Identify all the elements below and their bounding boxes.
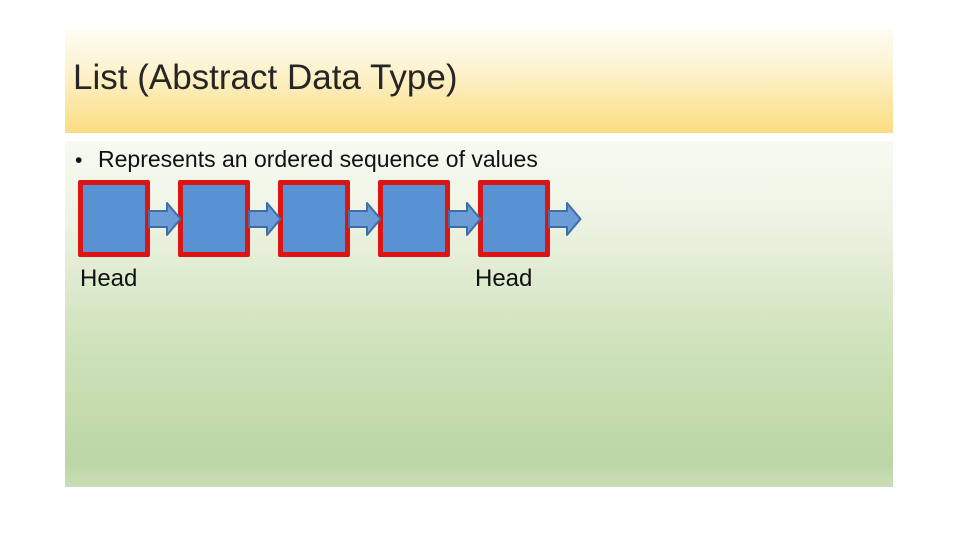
slide-body: • Represents an ordered sequence of valu… [65,141,893,487]
bullet-text: Represents an ordered sequence of values [98,146,538,172]
list-node [178,180,250,257]
list-node [478,180,550,257]
slide-title-bar: List (Abstract Data Type) [65,30,893,133]
list-node [378,180,450,257]
arrow-right-icon [148,202,182,236]
list-node [278,180,350,257]
bullet-marker: • [75,149,83,172]
head-label-left: Head [80,265,138,292]
head-label-right: Head [475,265,533,292]
arrow-right-icon [548,202,582,236]
list-node [78,180,150,257]
arrow-right-icon [448,202,482,236]
arrow-right-icon [248,202,282,236]
bullet-line: • Represents an ordered sequence of valu… [75,145,538,174]
slide-title: List (Abstract Data Type) [73,58,458,97]
arrow-right-icon [348,202,382,236]
